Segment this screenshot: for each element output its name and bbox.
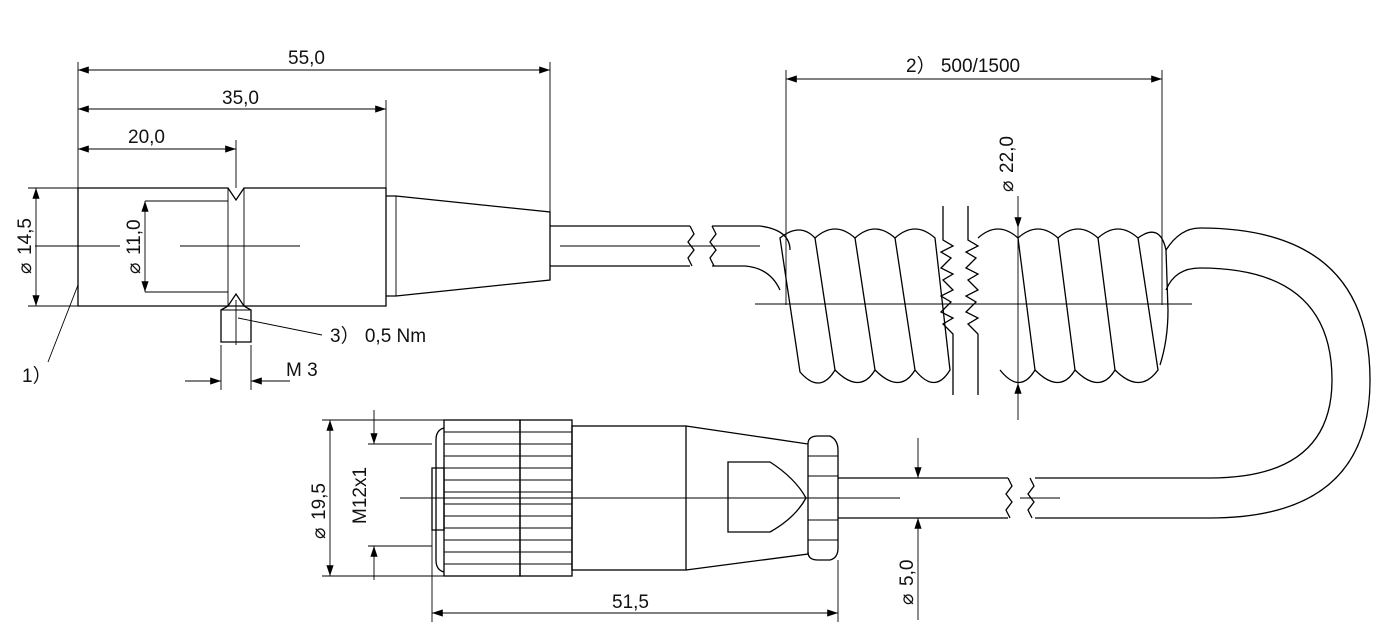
dim-dia-19-5: 19,5 [309,483,330,520]
dim-51-5: 51,5 [612,592,649,613]
sensor-body [35,187,791,345]
dim-thread-m12: M12x1 [350,467,371,524]
dim-dia-14-5: 14,5 [15,218,36,255]
dimension-lines [28,62,1163,622]
dim-35: 35,0 [222,88,259,109]
dim-dia-22: 22,0 [997,136,1018,173]
coiled-cable [755,206,1371,519]
note-3: 3） 0,5 Nm [330,325,426,347]
m12-connector [400,419,900,577]
dim-coil-length: 2） 500/1500 [906,55,1020,77]
diameter-symbol: ⌀ [15,263,36,274]
diameter-symbol: ⌀ [897,594,918,605]
dimension-labels: 55,0 35,0 20,0 ⌀ 14,5 ⌀ 11,0 1） 3） 0,5 N… [15,48,1020,613]
diameter-symbol: ⌀ [997,181,1018,192]
note-1: 1） [22,365,52,387]
dim-dia-11: 11,0 [124,219,145,255]
diameter-symbol: ⌀ [309,528,330,539]
dim-m3: M 3 [286,360,318,381]
diameter-symbol: ⌀ [124,263,145,274]
dim-dia-5: 5,0 [897,560,918,586]
dim-20: 20,0 [128,127,165,148]
dim-55: 55,0 [288,48,325,69]
